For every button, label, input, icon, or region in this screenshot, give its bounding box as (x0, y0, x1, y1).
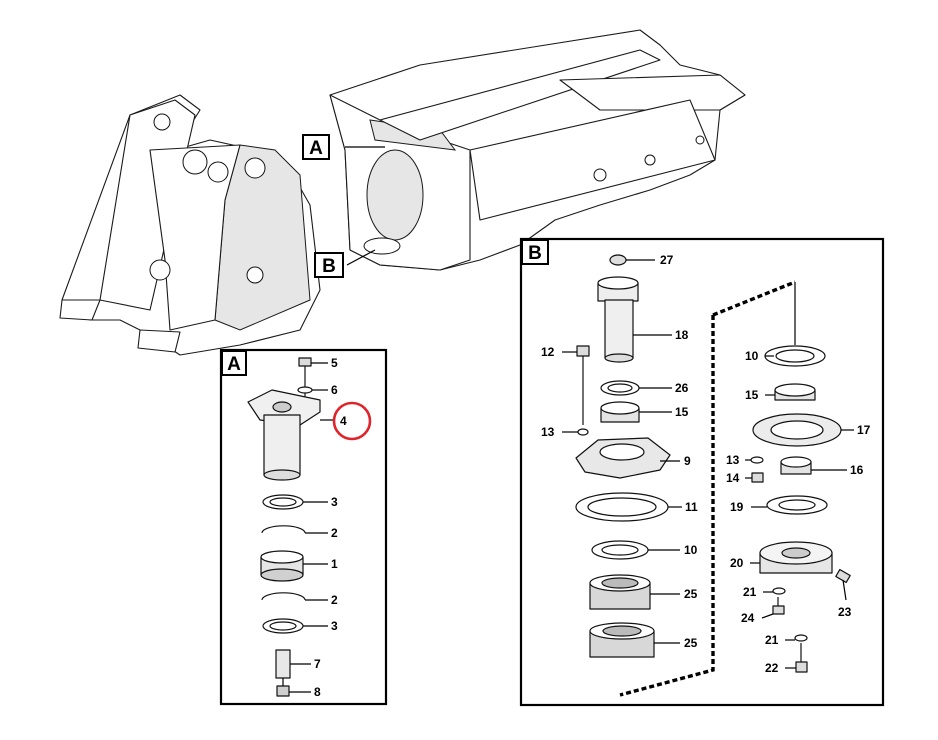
part-label: 6 (331, 383, 338, 397)
part-label: 15 (745, 388, 759, 402)
part-label: 25 (684, 636, 698, 650)
svg-text:A: A (227, 354, 241, 375)
part-label: 25 (684, 587, 698, 601)
detail-a-panel: A (219, 348, 388, 706)
part-label: 3 (331, 495, 338, 509)
view-tag-b-overview: B (314, 252, 344, 278)
part-label: 26 (675, 381, 689, 395)
svg-text:A: A (309, 138, 323, 159)
part-label: 22 (765, 661, 779, 675)
part-label: 13 (541, 425, 555, 439)
part-label: 21 (765, 633, 779, 647)
highlight-circle (332, 401, 372, 441)
part-label: 16 (850, 463, 864, 477)
part-label: 10 (684, 543, 698, 557)
part-label: 17 (857, 423, 871, 437)
front-frame-drawing (59, 94, 321, 356)
part-label: 1 (331, 557, 338, 571)
part-label: 20 (730, 556, 744, 570)
part-label: 19 (730, 500, 744, 514)
part-label: 15 (675, 405, 689, 419)
detail-b-panel: B (519, 237, 885, 707)
part-label-highlighted: 4 (340, 414, 347, 428)
part-label: 11 (685, 500, 698, 514)
part-label: 10 (745, 349, 759, 363)
part-label: 21 (743, 585, 757, 599)
part-label: 2 (331, 526, 338, 540)
part-label: 5 (331, 356, 338, 370)
part-label: 18 (675, 328, 689, 342)
part-label: 12 (541, 345, 555, 359)
svg-text:B: B (528, 243, 542, 264)
part-label: 2 (331, 593, 338, 607)
part-label: 9 (684, 454, 691, 468)
part-label: 3 (331, 619, 338, 633)
svg-text:B: B (322, 256, 336, 277)
part-label: 23 (838, 605, 852, 619)
rear-frame-drawing (329, 29, 746, 271)
view-tag-a-overview: A (302, 134, 330, 160)
part-label: 27 (660, 253, 674, 267)
part-label: 13 (726, 453, 740, 467)
part-label: 8 (314, 685, 321, 699)
part-label: 7 (314, 657, 321, 671)
part-label: 14 (726, 471, 740, 485)
part-label: 24 (741, 611, 755, 625)
